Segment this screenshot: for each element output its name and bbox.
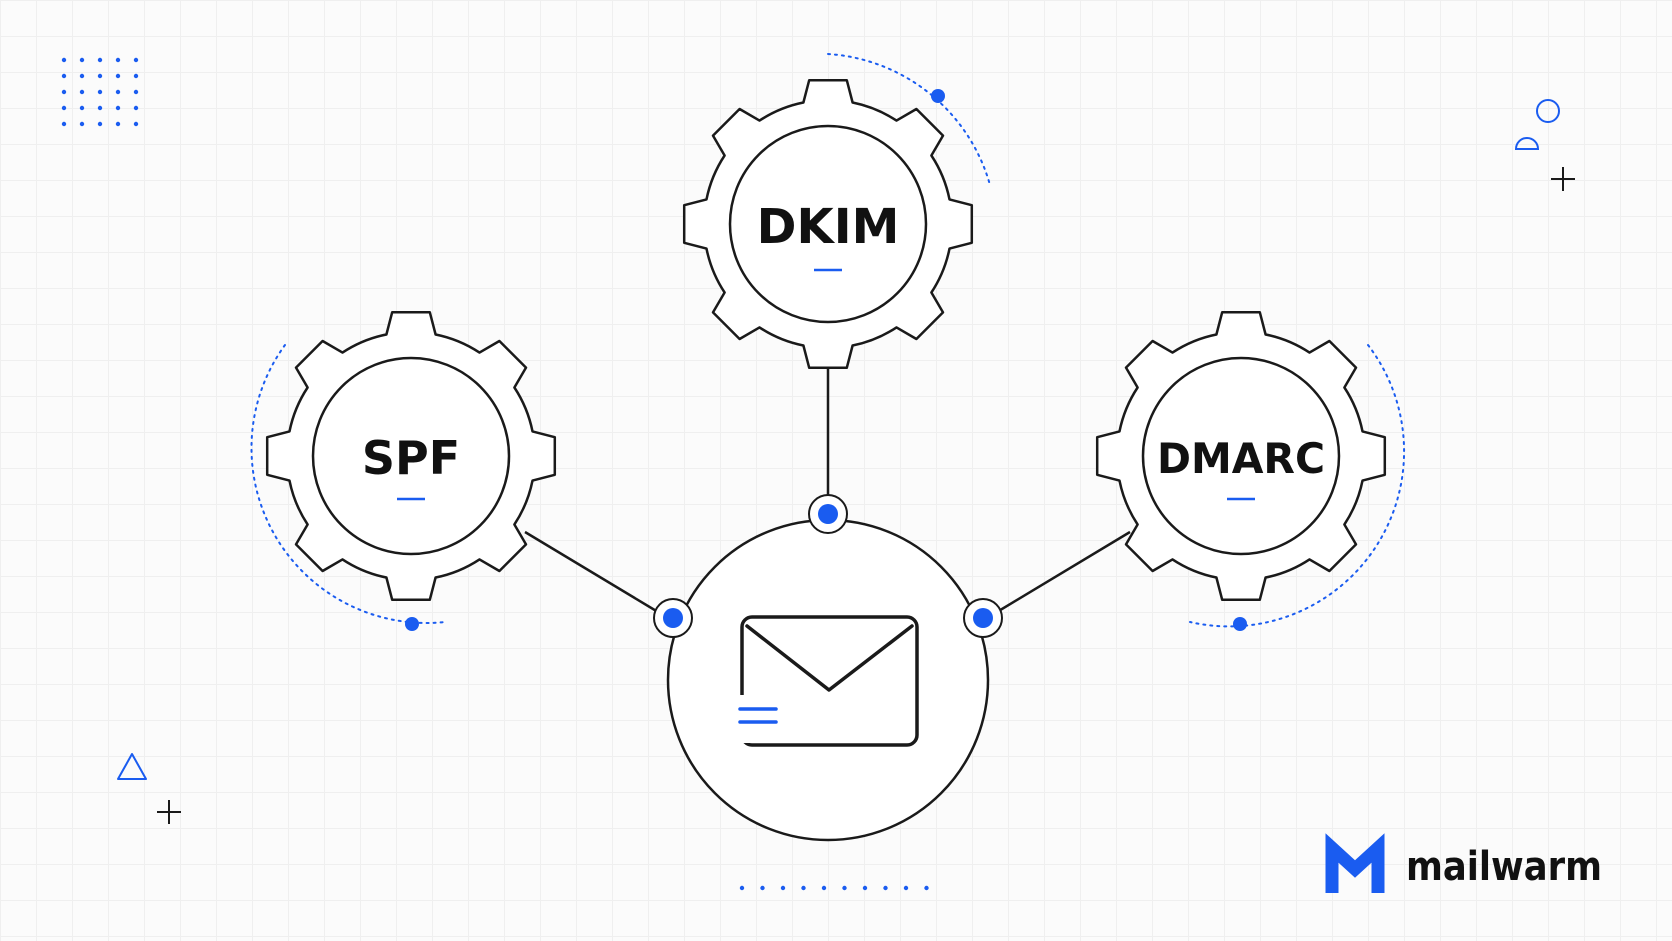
decor-dot — [739, 885, 745, 891]
envelope-icon — [736, 615, 919, 747]
decor-dot — [97, 57, 103, 63]
connection-port-left — [653, 598, 693, 638]
plus-icon — [157, 800, 181, 824]
decor-dot — [79, 73, 85, 79]
decor-dot — [862, 885, 868, 891]
decor-dot — [133, 73, 139, 79]
decor-dot — [61, 121, 67, 127]
decor-dot — [97, 105, 103, 111]
decor-dot — [821, 885, 827, 891]
m-logo-icon — [1325, 833, 1385, 893]
decor-dot — [79, 89, 85, 95]
decor-dot — [133, 89, 139, 95]
orbit-arc-spf — [250, 344, 446, 631]
decor-dot — [115, 57, 121, 63]
decor-dot — [61, 105, 67, 111]
email-node — [666, 518, 990, 842]
decor-dot — [903, 885, 909, 891]
decor-dot — [79, 105, 85, 111]
decor-dot — [760, 885, 765, 891]
orbit-arc-dmarc — [1189, 344, 1406, 631]
decor-dot — [842, 885, 847, 891]
gear-node-dkim: DKIM — [682, 78, 974, 370]
decor-dot — [924, 885, 929, 891]
triangle-decoration — [117, 753, 147, 780]
decor-dot — [79, 57, 85, 63]
brand-name: mailwarm — [1406, 844, 1602, 890]
decor-dot — [97, 121, 103, 127]
decor-dot — [801, 885, 806, 891]
gear-node-spf: SPF — [265, 310, 557, 602]
decor-dot — [133, 121, 139, 127]
brand-logo: mailwarm — [1325, 833, 1602, 893]
decor-dot — [61, 73, 67, 79]
gear-label-dkim: DKIM — [757, 199, 900, 255]
decor-dot — [115, 73, 121, 79]
decor-dot — [61, 57, 67, 63]
orbit-arc-dkim — [827, 53, 991, 186]
gear-node-dmarc: DMARC — [1095, 310, 1387, 602]
connection-port-top — [808, 494, 848, 534]
decor-dot — [115, 105, 121, 111]
decor-dot — [115, 121, 121, 127]
decor-dot — [133, 57, 139, 63]
decor-dot — [133, 105, 139, 111]
semicircle-decoration — [1514, 137, 1540, 150]
dot-grid-decoration — [61, 57, 139, 127]
decor-dot — [97, 89, 103, 95]
decor-dot — [780, 885, 786, 891]
connector-lines — [524, 368, 1131, 614]
decor-dot — [61, 89, 67, 95]
decor-dot — [883, 885, 888, 891]
plus-icon — [1551, 167, 1575, 191]
connection-port-right — [963, 598, 1003, 638]
gear-label-dmarc: DMARC — [1157, 434, 1325, 483]
circle-decoration — [1536, 99, 1560, 123]
decor-dot — [97, 73, 103, 79]
gear-label-spf: SPF — [362, 431, 460, 485]
dotted-line-decoration — [739, 885, 929, 891]
decor-dot — [115, 89, 121, 95]
decor-dot — [79, 121, 85, 127]
